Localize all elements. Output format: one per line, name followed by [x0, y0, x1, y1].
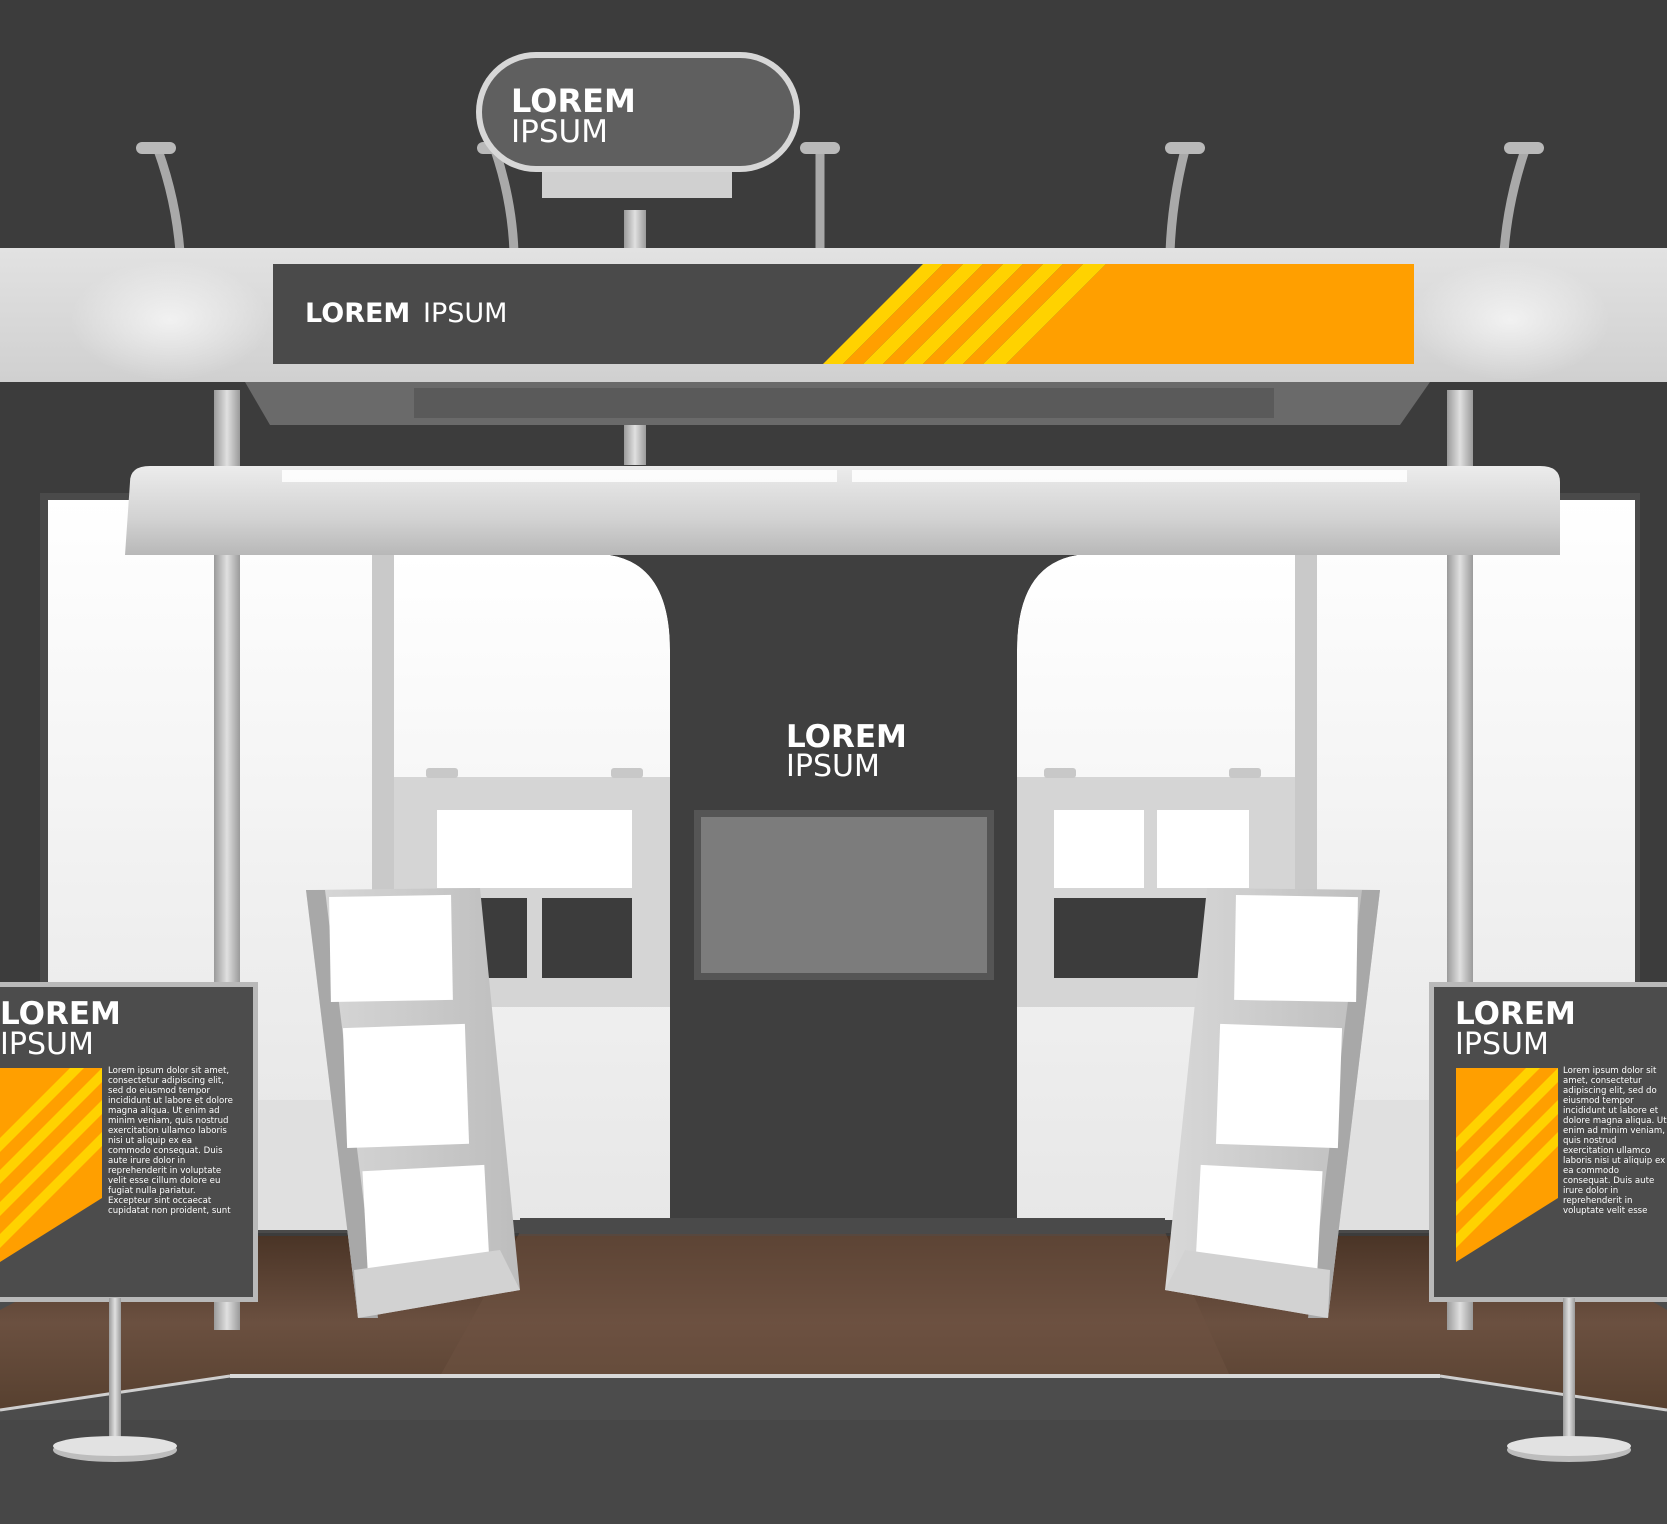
right-board-subtitle: IPSUM: [1455, 1027, 1549, 1062]
canopy: [125, 466, 1560, 555]
back-wall-title: LOREM: [786, 719, 907, 755]
banner-title: LOREM: [305, 298, 411, 329]
left-board-paragraph: Lorem ipsum dolor sit amet, consectetur …: [108, 1066, 233, 1216]
left-board-title: LOREM: [0, 996, 121, 1032]
left-board-subtitle: IPSUM: [0, 1027, 94, 1062]
top-sign-subtitle: IPSUM: [511, 114, 608, 150]
brochure-stand-right: [1165, 888, 1380, 1318]
roof-lamp-arms: [153, 145, 1530, 257]
brochure-stand-left: [306, 888, 520, 1318]
back-wall-subtitle: IPSUM: [786, 749, 880, 784]
right-board-paragraph: Lorem ipsum dolor sit amet, consectetur …: [1563, 1066, 1667, 1216]
banner-subtitle: IPSUM: [423, 298, 508, 329]
top-sign-title: LOREM: [511, 82, 636, 120]
info-board-right: [1429, 982, 1667, 1462]
right-board-title: LOREM: [1455, 996, 1576, 1032]
top-oval-sign: [476, 52, 800, 198]
info-board-left: [0, 982, 258, 1462]
header-banner: [273, 264, 1414, 364]
